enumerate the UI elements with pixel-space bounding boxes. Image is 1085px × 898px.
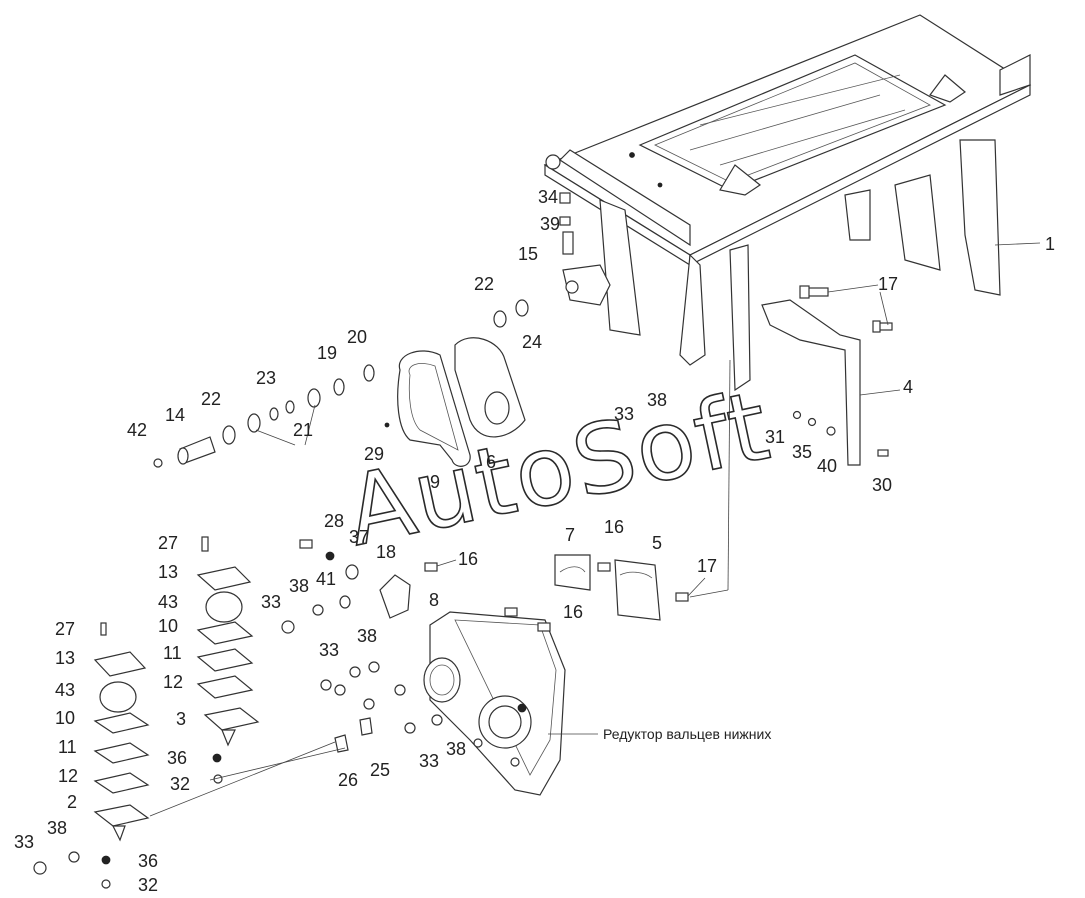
callout-16: 16: [604, 517, 624, 537]
callout-36: 36: [138, 851, 158, 871]
bolt-17-lower: [872, 320, 893, 333]
callout-6: 6: [486, 452, 496, 472]
callout-22: 22: [201, 389, 221, 409]
callout-16: 16: [563, 602, 583, 622]
callout-38: 38: [357, 626, 377, 646]
callout-36: 36: [167, 748, 187, 768]
callout-11: 11: [58, 737, 77, 757]
callout-17: 17: [697, 556, 717, 576]
callout-43: 43: [158, 592, 178, 612]
callout-21: 21: [293, 420, 313, 440]
callout-3: 3: [176, 709, 186, 729]
callout-13: 13: [55, 648, 75, 668]
callout-43: 43: [55, 680, 75, 700]
callout-33: 33: [614, 404, 634, 424]
callout-33: 33: [319, 640, 339, 660]
shaft-and-washers: [153, 364, 375, 468]
callout-22: 22: [474, 274, 494, 294]
callout-2: 2: [67, 792, 77, 812]
callout-38: 38: [446, 739, 466, 759]
callout-39: 39: [540, 214, 560, 234]
callout-16: 16: [458, 549, 478, 569]
callout-35: 35: [792, 442, 812, 462]
callout-40: 40: [817, 456, 837, 476]
callout-12: 12: [58, 766, 78, 786]
callout-12: 12: [163, 672, 183, 692]
callout-32: 32: [170, 774, 190, 794]
bracket-part-8: [281, 539, 457, 634]
callout-1: 1: [1045, 234, 1055, 254]
gearbox-reducer: [423, 359, 731, 796]
callout-4: 4: [903, 377, 913, 397]
mount-stack-center: [196, 536, 260, 784]
callout-10: 10: [55, 708, 75, 728]
callout-42: 42: [127, 420, 147, 440]
callout-33: 33: [14, 832, 34, 852]
callout-33: 33: [419, 751, 439, 771]
callout-38: 38: [647, 390, 667, 410]
callout-34: 34: [538, 187, 558, 207]
callout-38: 38: [289, 576, 309, 596]
callout-28: 28: [324, 511, 344, 531]
callout-10: 10: [158, 616, 178, 636]
callout-27: 27: [158, 533, 178, 553]
callout-8: 8: [429, 590, 439, 610]
callout-9: 9: [430, 472, 440, 492]
frame-part-1: [543, 14, 1041, 392]
callout-38: 38: [47, 818, 67, 838]
callout-32: 32: [138, 875, 158, 895]
gearbox-caption: Редуктор вальцев нижних: [603, 726, 771, 742]
callout-24: 24: [522, 332, 542, 352]
mount-stack-left: [33, 622, 150, 889]
bolt-17-upper: [799, 285, 829, 299]
callout-14: 14: [165, 405, 185, 425]
callout-11: 11: [163, 643, 182, 663]
callout-15: 15: [518, 244, 538, 264]
callout-27: 27: [55, 619, 75, 639]
callout-31: 31: [765, 427, 785, 447]
callout-17: 17: [878, 274, 898, 294]
callout-33: 33: [261, 592, 281, 612]
callout-30: 30: [872, 475, 892, 495]
callout-23: 23: [256, 368, 276, 388]
callout-13: 13: [158, 562, 178, 582]
gearbox-fasteners: [149, 607, 551, 817]
callout-26: 26: [338, 770, 358, 790]
callout-41: 41: [316, 569, 336, 589]
plates-7-5: [554, 554, 706, 621]
callout-37: 37: [349, 527, 369, 547]
callout-labels: 1 17 4 34 39 15 22 24 20 19 23 22 14 42 …: [14, 187, 1055, 895]
callout-20: 20: [347, 327, 367, 347]
side-plate-part-4: [761, 284, 901, 466]
callout-19: 19: [317, 343, 337, 363]
callout-29: 29: [364, 444, 384, 464]
callout-7: 7: [565, 525, 575, 545]
callout-18: 18: [376, 542, 396, 562]
callout-5: 5: [652, 533, 662, 553]
pivot-hardware: [493, 192, 611, 328]
gaskets: [384, 337, 526, 467]
callout-25: 25: [370, 760, 390, 780]
